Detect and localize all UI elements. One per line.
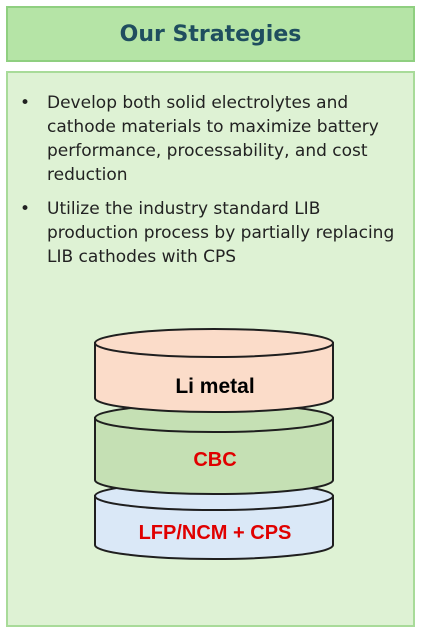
strategy-list: • Develop both solid electrolytes and ca… — [20, 91, 404, 279]
strategy-text: Develop both solid electrolytes and cath… — [47, 93, 379, 185]
layer-label-cathode: LFP/NCM + CPS — [138, 522, 292, 544]
cell-stack-diagram — [94, 328, 334, 560]
layer-label-li-metal: Li metal — [175, 375, 255, 398]
bullet-icon: • — [20, 199, 31, 219]
strategy-panel: • Develop both solid electrolytes and ca… — [6, 71, 415, 627]
layer-li-metal-top — [94, 328, 334, 358]
header-banner: Our Strategies — [6, 6, 415, 62]
layer-cbc-body — [94, 417, 334, 495]
strategy-text: Utilize the industry standard LIB produc… — [47, 199, 395, 267]
page-title: Our Strategies — [119, 21, 302, 47]
layer-li-metal — [94, 328, 334, 413]
layer-cathode-body — [94, 495, 334, 560]
strategy-item: • Develop both solid electrolytes and ca… — [20, 91, 404, 187]
layer-label-cbc: CBC — [193, 449, 237, 471]
bullet-icon: • — [20, 93, 31, 113]
layer-li-metal-body — [94, 342, 334, 413]
strategy-item: • Utilize the industry standard LIB prod… — [20, 197, 404, 269]
